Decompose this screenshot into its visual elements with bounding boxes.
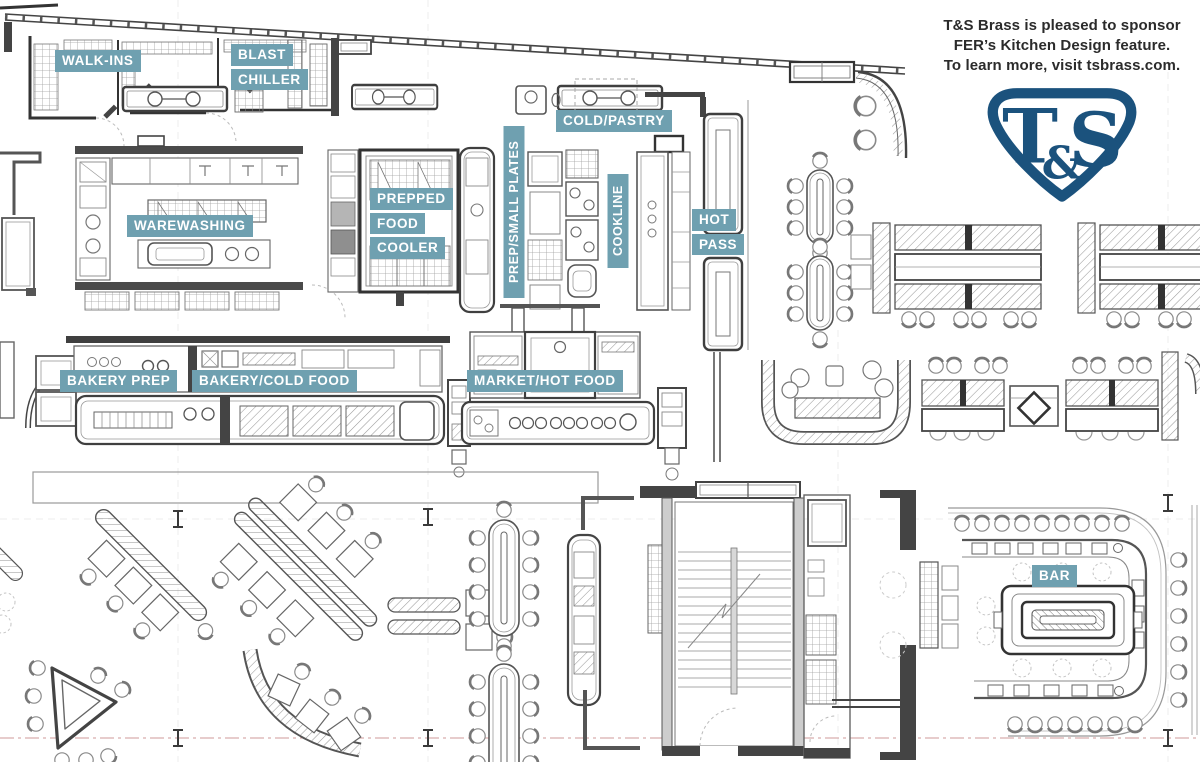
logo-pick-outline bbox=[987, 88, 1137, 202]
storefront-glazing-wall bbox=[0, 3, 906, 84]
hot-pass-area bbox=[702, 112, 744, 462]
sponsor-line-3: To learn more, visit tsbrass.com. bbox=[943, 57, 1181, 74]
sponsor-line-2: FER’s Kitchen Design feature. bbox=[953, 37, 1171, 54]
warewashing-area bbox=[75, 135, 346, 319]
prepped-food-cooler-area bbox=[327, 148, 460, 306]
sponsor-line-1: T&S Brass is pleased to sponsor bbox=[943, 17, 1181, 34]
ts-brass-logo: T & S bbox=[928, 82, 1196, 204]
left-service-wall bbox=[0, 151, 42, 419]
kitchen-pass-counters bbox=[121, 78, 706, 117]
prep-cookline-area bbox=[458, 100, 749, 350]
logo-letter-s: S bbox=[1069, 96, 1123, 184]
logo-ampersand: & bbox=[1042, 137, 1083, 190]
sponsor-block: T&S Brass is pleased to sponsor FER’s Ki… bbox=[928, 16, 1196, 204]
dining-room-upper bbox=[788, 70, 1200, 347]
property-line bbox=[0, 494, 1200, 747]
logo-letter-t: T bbox=[1002, 93, 1058, 181]
blast-chiller-area bbox=[234, 38, 339, 116]
bakery-area bbox=[25, 336, 450, 446]
dining-room-lower-left bbox=[0, 472, 538, 762]
display-unit bbox=[447, 379, 471, 478]
bar-stools-right bbox=[1169, 551, 1188, 709]
bar-stools-bottom bbox=[1006, 715, 1144, 734]
mid-dining-booths bbox=[761, 351, 1200, 445]
bar-area bbox=[832, 490, 1198, 760]
bar-stools-top bbox=[953, 514, 1131, 533]
stairs-service-core bbox=[566, 481, 851, 759]
ts-brass-logo-svg: T & S bbox=[987, 88, 1137, 202]
market-hot-food-area bbox=[460, 304, 687, 481]
